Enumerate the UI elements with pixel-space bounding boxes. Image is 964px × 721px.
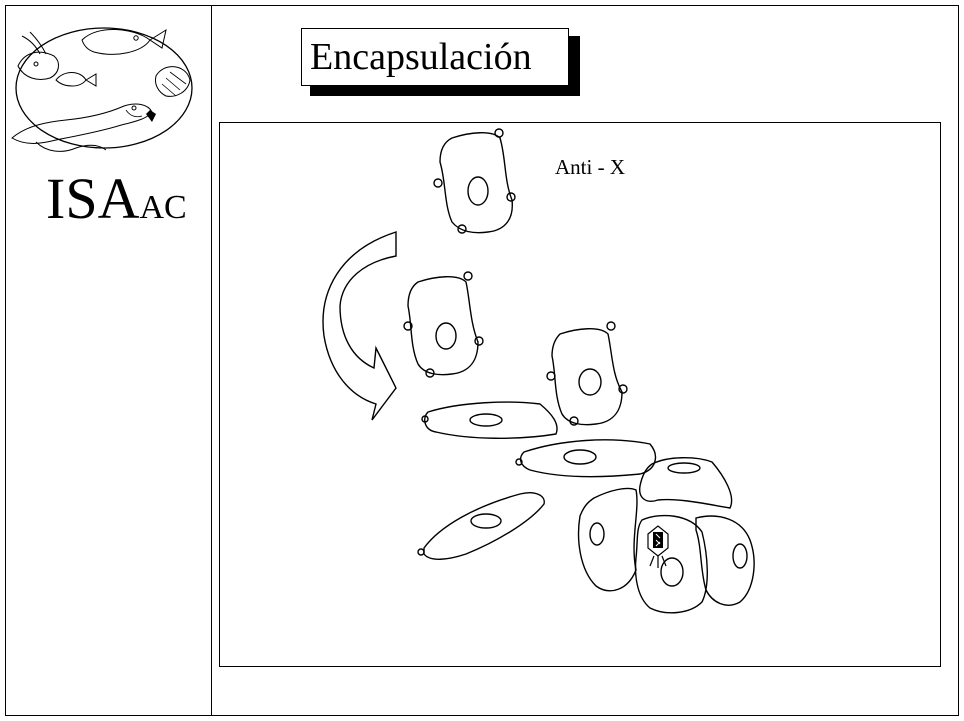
cell-top <box>433 128 516 234</box>
curved-arrow <box>322 231 397 421</box>
sidebar-divider <box>211 5 212 716</box>
cell-flat-4 <box>417 492 545 560</box>
diagram-panel <box>219 122 941 667</box>
cell-middle-left <box>403 271 484 378</box>
cell-flat-3 <box>639 457 733 509</box>
capsule-cell-center <box>634 514 708 614</box>
page-title: Encapsulación <box>301 28 569 86</box>
brand-text: ISAAC <box>46 170 187 228</box>
cell-flat-1 <box>421 401 558 439</box>
capsule-cell-left <box>577 487 638 592</box>
capsule-cell-right <box>695 515 755 606</box>
parasite-icon <box>647 525 669 568</box>
title-text: Encapsulación <box>310 36 532 78</box>
cell-middle-right <box>546 321 628 426</box>
brand-primary: ISA <box>46 166 140 231</box>
antibody-label: Anti - X <box>555 155 625 179</box>
slide-frame <box>5 5 959 716</box>
cell-flat-2 <box>515 439 657 478</box>
logo-marine-animals <box>11 27 193 152</box>
brand-secondary: AC <box>139 189 187 226</box>
